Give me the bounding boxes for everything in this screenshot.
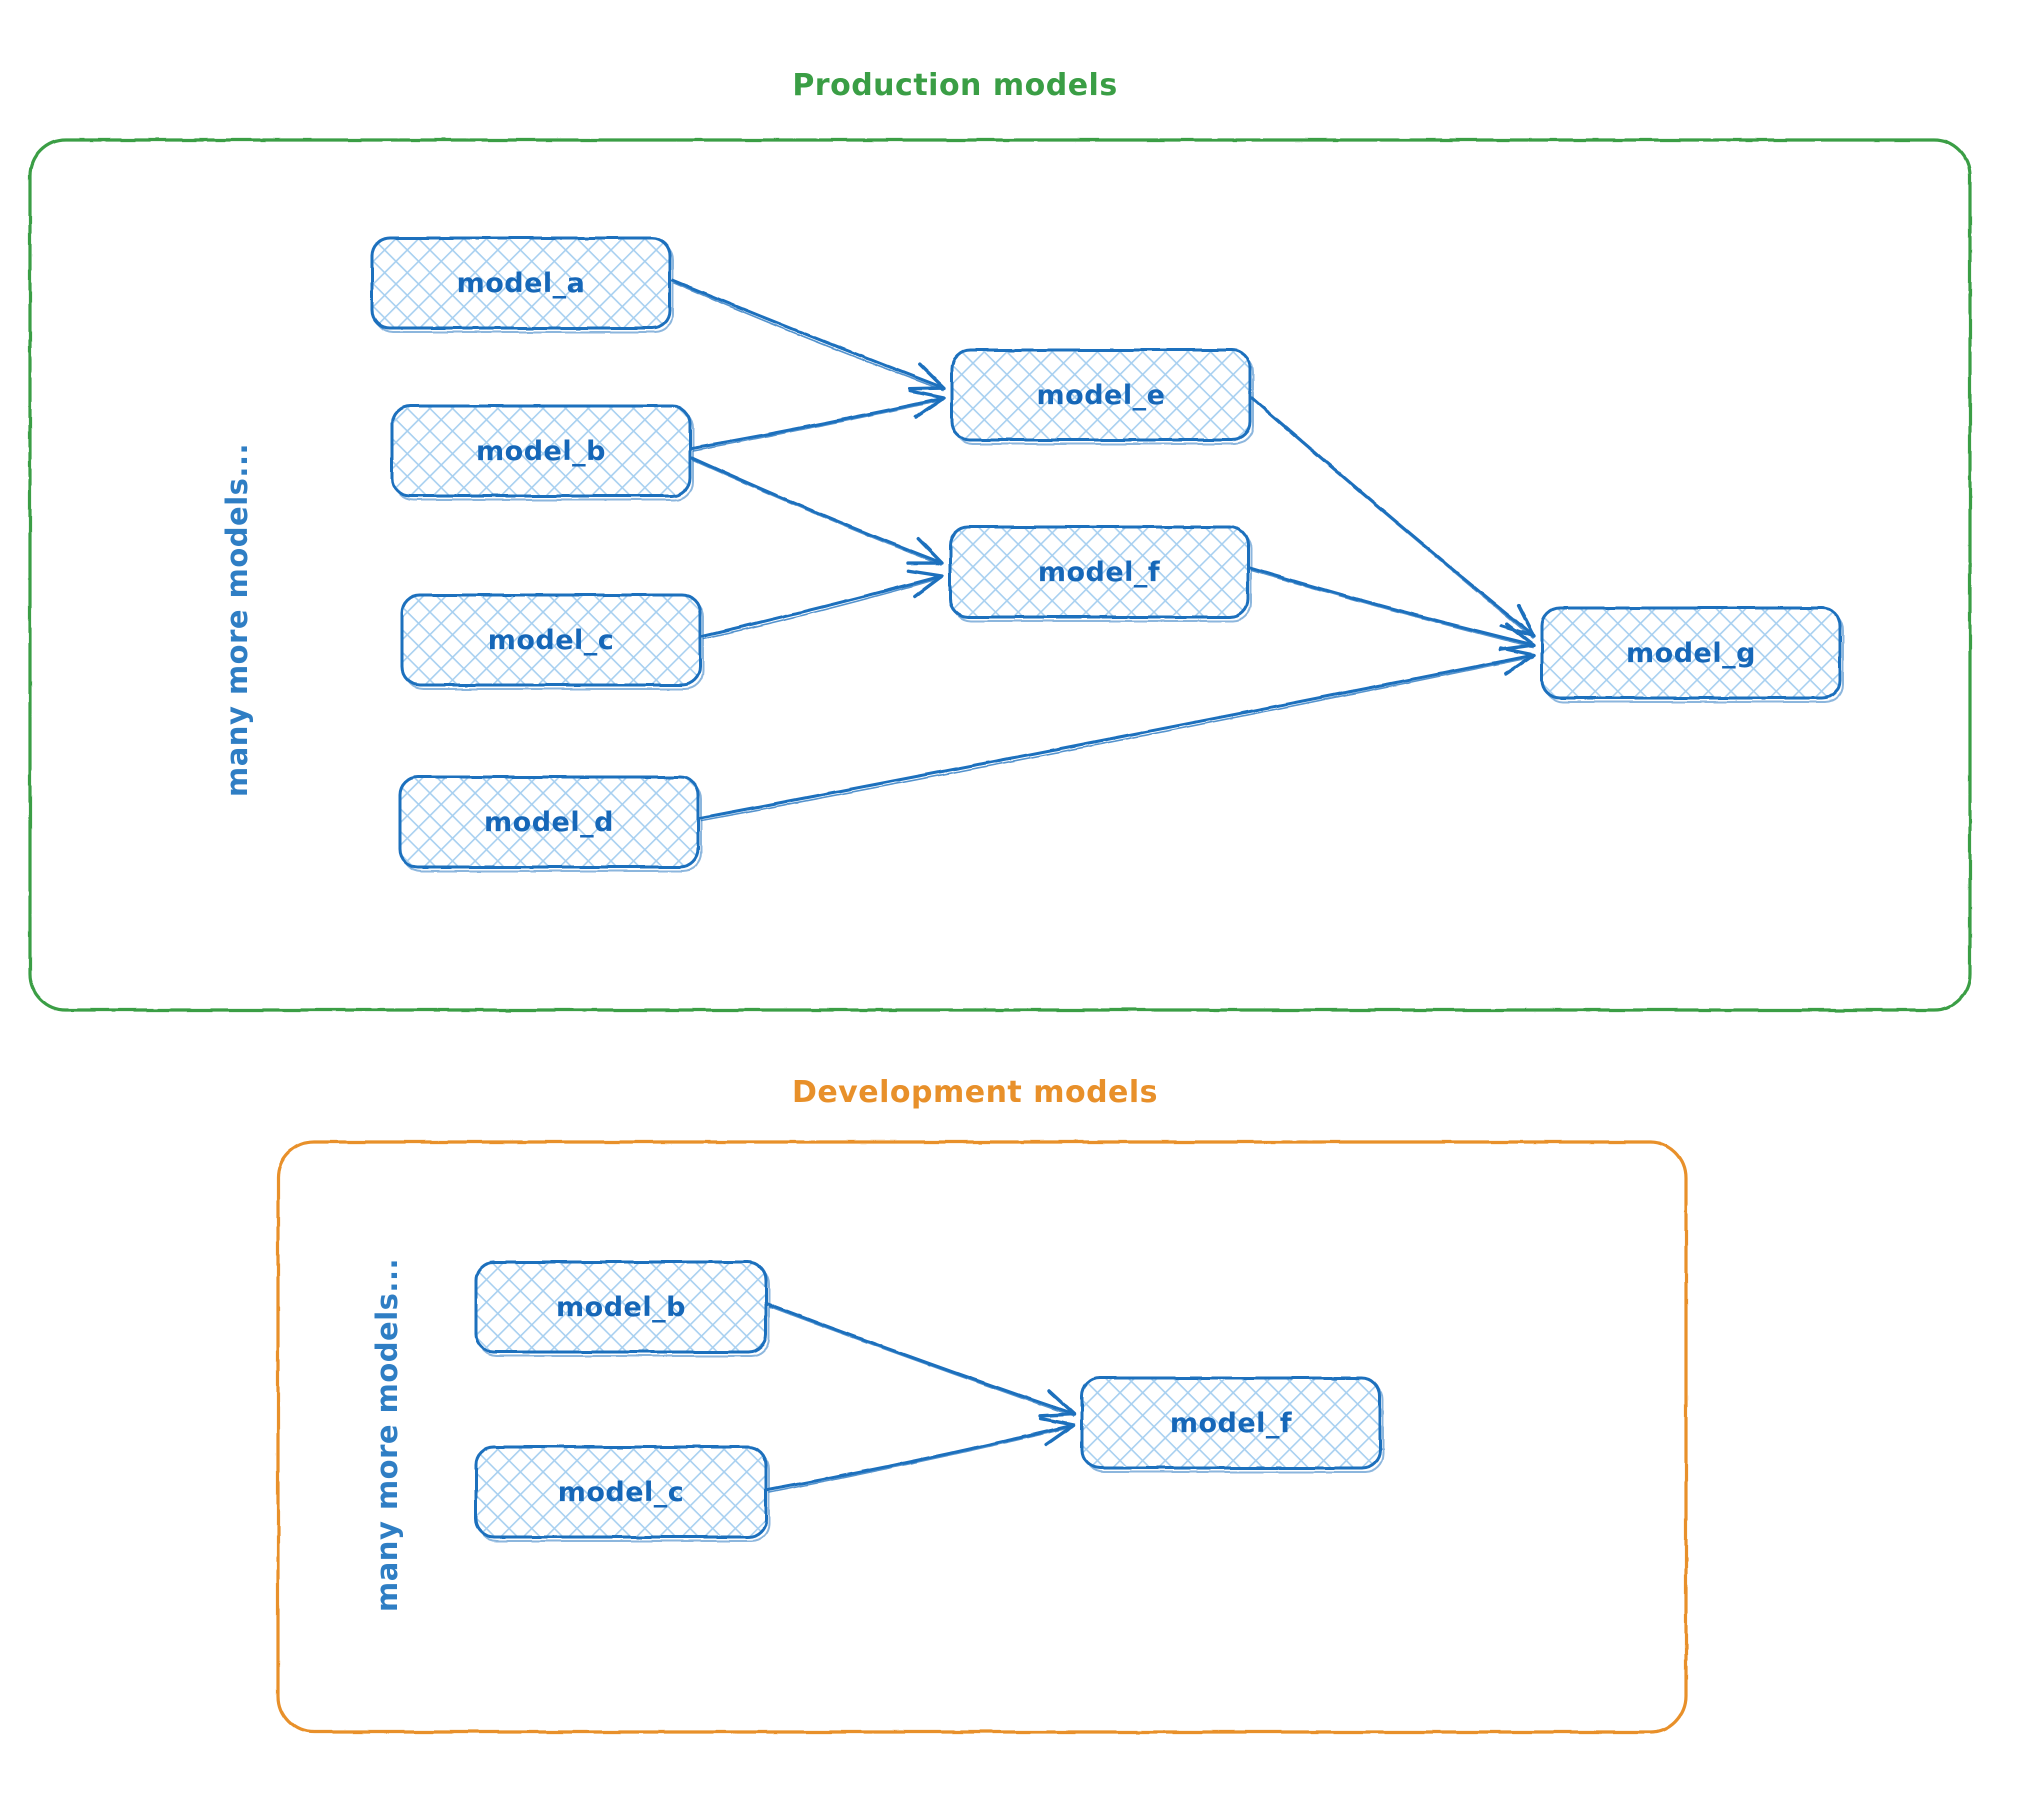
node-label: model_c (488, 625, 615, 656)
node-label: model_f (1170, 1408, 1292, 1439)
edge-line-sketch (692, 399, 944, 452)
edge-b-f (690, 456, 944, 566)
node-label: model_e (1037, 380, 1166, 411)
group-title-production: Production models (792, 68, 1117, 103)
arrowhead-icon (1038, 1389, 1076, 1418)
arrowhead-icon (1038, 1416, 1076, 1447)
node-prod_model_b[interactable]: model_b (390, 404, 694, 501)
edge-line (766, 1423, 1076, 1492)
edge-line-sketch (692, 459, 942, 566)
edge-line-sketch (700, 656, 1534, 822)
nodes-layer: model_a model_b model_c model_d model_emodel… (370, 236, 1844, 1542)
node-dev_model_c[interactable]: model_c (474, 1445, 770, 1542)
arrowhead-icon (906, 569, 944, 599)
edge-a-e (670, 278, 946, 391)
edge-f-g (1248, 566, 1536, 652)
edges-layer (670, 278, 1536, 1494)
edge-line (1250, 396, 1536, 638)
node-fill (476, 1447, 766, 1537)
node-prod_model_f[interactable]: model_f (948, 525, 1252, 622)
arrowhead-icon (908, 362, 946, 391)
edge-devc-devf (766, 1416, 1076, 1494)
node-border (1540, 606, 1842, 700)
node-label: model_g (1626, 638, 1756, 669)
node-border (474, 1260, 768, 1354)
edge-b-e (690, 389, 946, 452)
node-label: model_f (1038, 557, 1160, 588)
edge-e-g (1250, 396, 1536, 639)
node-fill (1542, 608, 1840, 698)
node-fill (402, 595, 700, 685)
edge-line (690, 456, 944, 565)
node-prod_model_g[interactable]: model_g (1540, 606, 1844, 703)
arrowhead-icon (1498, 622, 1536, 652)
node-label: model_c (558, 1477, 685, 1508)
node-border (950, 348, 1252, 442)
node-border (398, 775, 700, 869)
edge-c-f (700, 569, 944, 640)
node-border (474, 1445, 768, 1539)
edge-line-sketch (672, 281, 944, 391)
node-fill (400, 777, 698, 867)
node-dev_model_f[interactable]: model_f (1080, 1376, 1384, 1473)
node-dev_model_b[interactable]: model_b (474, 1260, 770, 1357)
node-fill (952, 350, 1250, 440)
node-label: model_b (476, 436, 606, 467)
edge-d-g (698, 646, 1536, 822)
node-border (948, 525, 1250, 619)
node-border (1080, 1376, 1382, 1470)
edge-line-sketch (1252, 399, 1534, 639)
node-prod_model_d[interactable]: model_d (398, 775, 702, 872)
group-border-development (276, 1140, 1688, 1734)
node-label: model_d (484, 807, 614, 838)
node-fill (476, 1262, 766, 1352)
edge-line-sketch (768, 1305, 1074, 1417)
arrowhead-icon (909, 389, 946, 419)
node-prod_model_e[interactable]: model_e (950, 348, 1254, 445)
edge-line (700, 574, 944, 638)
node-fill (392, 406, 690, 496)
edge-line (670, 278, 946, 390)
arrowhead-icon (906, 536, 944, 565)
node-label: model_a (457, 268, 586, 299)
edge-line (690, 396, 946, 450)
group-border-production (28, 138, 1972, 1012)
group-container-development (276, 1140, 1688, 1734)
edge-line (698, 653, 1536, 820)
edge-devb-devf (766, 1302, 1076, 1418)
edge-line-sketch (768, 1426, 1074, 1494)
node-fill (1082, 1378, 1380, 1468)
group-title-development: Development models (792, 1075, 1158, 1110)
node-fill (950, 527, 1248, 617)
node-border (390, 404, 692, 498)
group-side-label-production: many more models... (220, 443, 254, 797)
group-container-production (28, 138, 1972, 1012)
group-side-label-development: many more models... (370, 1258, 404, 1612)
labels-layer: Production models many more models... Deve… (220, 68, 1158, 1612)
node-label: model_b (556, 1292, 686, 1323)
edge-line-sketch (702, 577, 942, 640)
edge-line (766, 1302, 1076, 1416)
node-border (370, 236, 672, 330)
group-containers (28, 138, 1972, 1734)
node-prod_model_a[interactable]: model_a (370, 236, 674, 333)
node-prod_model_c[interactable]: model_c (400, 593, 704, 690)
edge-line-sketch (1250, 569, 1534, 648)
node-border (400, 593, 702, 687)
arrowhead-icon (1499, 646, 1536, 676)
node-fill (372, 238, 670, 328)
edge-line (1248, 566, 1536, 647)
